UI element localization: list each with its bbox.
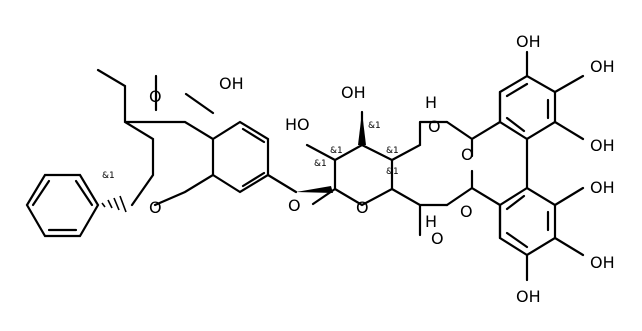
stereo-label: &1 bbox=[368, 121, 381, 131]
oh-label: OH bbox=[590, 57, 615, 76]
atom-labels: O OH O O HO OH O H H O O O O OH OH OH OH… bbox=[149, 32, 615, 306]
hashed-bond bbox=[101, 195, 127, 213]
chromanone-ring bbox=[96, 68, 270, 207]
carbonyl-o-label: O bbox=[460, 202, 473, 221]
oh-label: OH bbox=[590, 136, 615, 155]
oh-label: OH bbox=[516, 32, 541, 51]
oh-label: OH bbox=[590, 178, 615, 197]
oh-label: OH bbox=[516, 287, 541, 306]
stereo-labels: &1 &1 &1 &1 &1 &1 bbox=[102, 121, 399, 181]
h-label: H bbox=[425, 93, 437, 112]
oh-label: OH bbox=[590, 253, 615, 272]
ho-label: HO bbox=[285, 115, 310, 134]
ring-o-label: O bbox=[356, 198, 369, 217]
phenyl-ring bbox=[25, 173, 100, 238]
lower-galloyl-ring bbox=[498, 186, 585, 282]
stereo-label: &1 bbox=[314, 159, 327, 169]
ring-o-label: O bbox=[428, 117, 441, 136]
wedge-bond bbox=[358, 112, 366, 145]
wedge-bond bbox=[296, 186, 333, 193]
oh-label: OH bbox=[219, 74, 244, 93]
carbonyl-o-label: O bbox=[149, 87, 162, 106]
carbonyl-o-label: O bbox=[461, 145, 474, 164]
h-label: H bbox=[425, 212, 437, 231]
ring-o-label: O bbox=[431, 229, 444, 248]
lactone-bridge bbox=[445, 90, 502, 240]
oh-label: OH bbox=[341, 83, 366, 102]
upper-galloyl-ring bbox=[498, 50, 585, 141]
stereo-label: &1 bbox=[330, 146, 343, 156]
stereo-label: &1 bbox=[102, 171, 115, 181]
ring-o-label: O bbox=[288, 196, 301, 215]
stereo-label: &1 bbox=[386, 146, 399, 156]
ring-o-label: O bbox=[149, 198, 162, 217]
stereo-label: &1 bbox=[386, 167, 399, 177]
bonds bbox=[25, 50, 585, 282]
